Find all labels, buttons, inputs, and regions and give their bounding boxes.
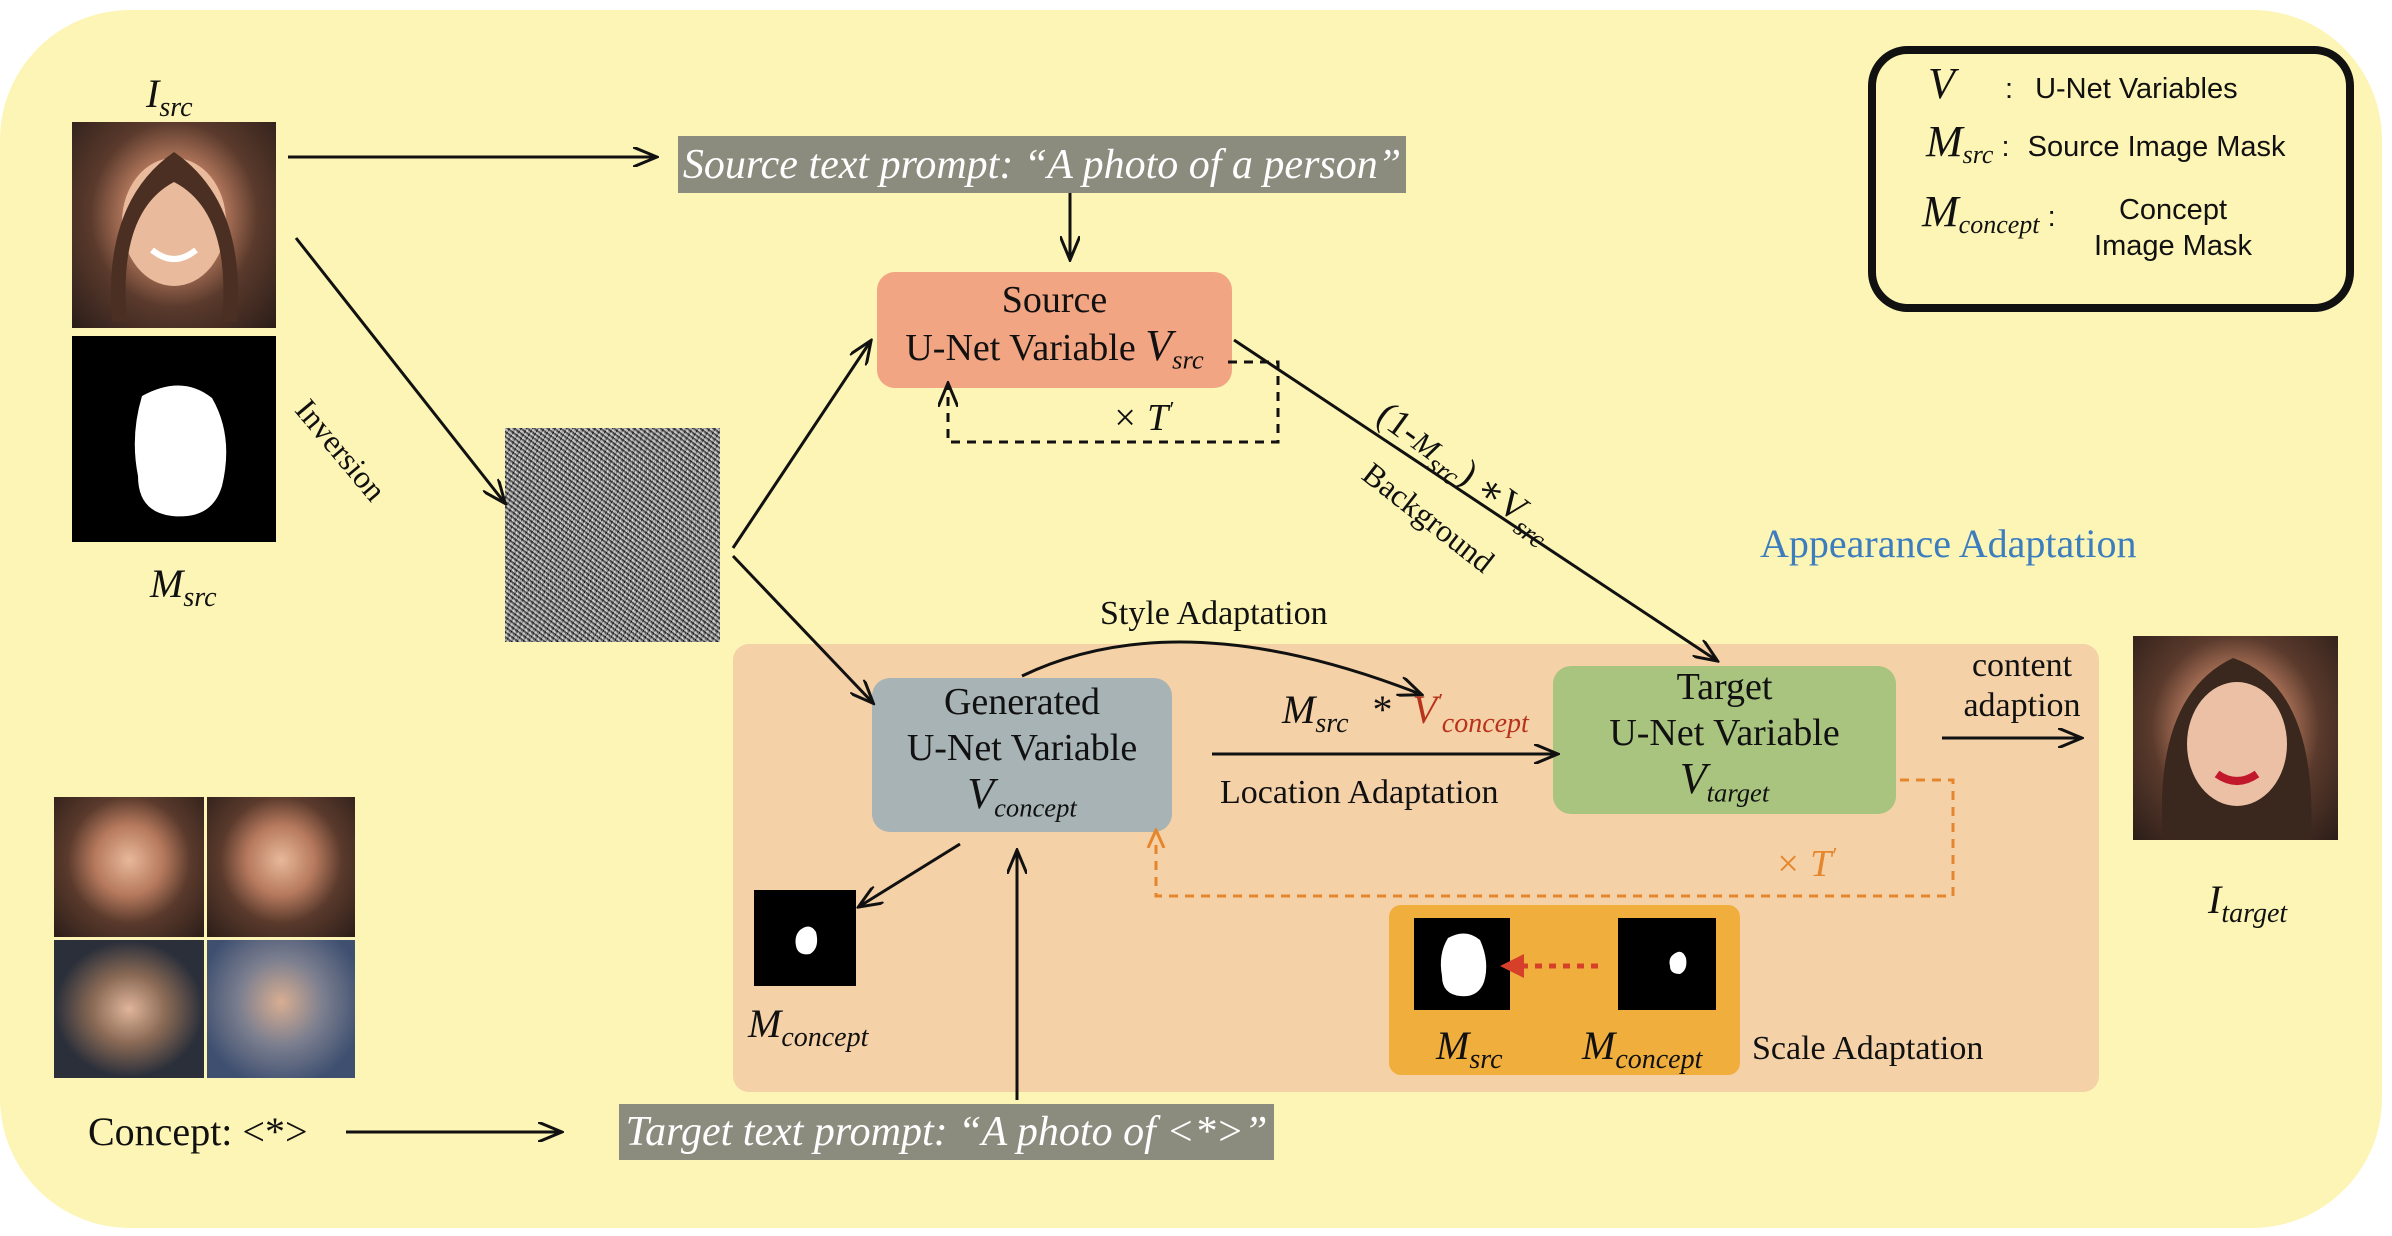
concept-mask-small [754,890,856,986]
target-node-var: Vtarget [1679,754,1770,808]
target-unet-node: Target U-Net Variable Vtarget [1553,666,1896,814]
target-face-image [2133,636,2338,840]
style-adaptation-label: Style Adaptation [1100,595,1328,632]
concept-image-1 [54,797,204,937]
generated-node-line1: Generated [943,681,1101,724]
concept-label: Concept: <*> [88,1109,308,1154]
location-formula: Msrc * V′concept [1282,687,1529,739]
legend-row-mconcept: Mconcept : [1922,187,2056,239]
noise-image [505,428,720,642]
legend-row-msrc: Msrc : Source Image Mask [1926,117,2286,169]
target-face-drawing [2161,658,2312,840]
source-node-line2: U-Net Variable Vsrc [905,321,1204,375]
source-node-line1: Source [1001,279,1108,322]
source-self-loop [948,360,1280,444]
m-concept-left-label: Mconcept [748,1001,869,1053]
target-self-loop-orange [1156,778,1955,898]
arrow-background-to-target [1233,338,1716,660]
generated-node-line2: U-Net Variable [906,727,1138,770]
arrow-inversion [294,237,504,502]
source-text-prompt: Source text prompt: “A photo of a person… [678,136,1406,193]
arrow-generated-to-mask [860,842,961,906]
source-mask-shape [134,385,227,517]
source-unet-node: Source U-Net Variable Vsrc [877,272,1232,388]
source-face-image [72,122,276,328]
i-target-label: Itarget [2208,877,2288,929]
legend-row-v: V : U-Net Variables [1928,59,2238,108]
scale-src-mask-shape [1440,933,1487,997]
scale-concept-mask-shape [1669,951,1687,974]
content-adaption-label: content adaption [1963,647,2081,724]
concept-image-2 [207,797,355,937]
m-src-left-label: Msrc [150,561,217,613]
arrow-noise-to-source [731,342,870,549]
scale-adaptation-label: Scale Adaptation [1752,1030,1984,1067]
source-face-drawing [110,152,239,322]
target-node-line2: U-Net Variable [1609,712,1840,755]
location-adaptation-label: Location Adaptation [1220,774,1499,811]
legend-desc-mconcept: Concept Image Mask [2094,194,2252,262]
appearance-adaptation-title: Appearance Adaptation [1760,521,2137,566]
scale-concept-mask [1618,918,1716,1010]
target-text-prompt: Target text prompt: “A photo of <*>” [619,1104,1274,1160]
m-concept-scale-label: Mconcept [1582,1023,1703,1075]
generated-unet-node: Generated U-Net Variable Vconcept [872,678,1172,832]
m-src-scale-label: Msrc [1436,1023,1503,1075]
arrow-style-adaptation [1021,640,1420,694]
concept-image-4 [207,940,355,1078]
arrow-noise-to-generated [731,554,872,702]
target-node-line1: Target [1676,666,1773,709]
concept-image-3 [54,940,204,1078]
times-t-top-label: × T′ [1112,396,1174,439]
generated-node-var: Vconcept [967,769,1077,823]
legend-box [1868,46,2354,312]
times-t-bottom-label: × T′ [1775,842,1837,885]
i-src-label: Isrc [146,71,193,123]
source-mask-image [72,336,276,542]
scale-src-mask [1414,918,1510,1010]
concept-mask-small-shape [795,926,818,955]
